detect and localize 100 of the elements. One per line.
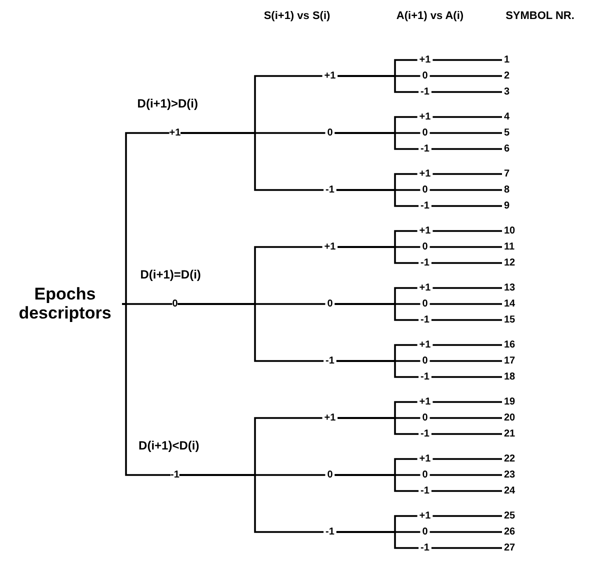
symbol-number: 8: [502, 184, 512, 196]
symbol-number: 27: [502, 542, 518, 554]
tree-branch-line: [430, 75, 502, 77]
symbol-number: 15: [502, 314, 518, 326]
tree-branch-line: [338, 246, 419, 264]
tree-branch-line: [431, 433, 502, 435]
tree-branch-line: [430, 189, 502, 191]
branch-value: +1: [322, 70, 338, 82]
branch-value: -1: [418, 372, 432, 382]
branch-value: +1: [322, 412, 338, 424]
tree-branch-line: [178, 303, 324, 362]
branch-value: 0: [420, 470, 430, 480]
branch-value: 0: [325, 470, 335, 480]
symbol-number: 17: [502, 356, 518, 366]
branch-value: -1: [324, 526, 336, 538]
tree-branch-line: [338, 75, 419, 93]
tree-branch-line: [430, 531, 502, 533]
symbol-number: 1: [502, 54, 512, 66]
tree-branch-line: [432, 344, 502, 346]
symbol-number: 10: [502, 226, 518, 236]
tree-branch-line: [431, 376, 502, 378]
branch-value: +1: [169, 128, 181, 138]
tree-branch-line: [432, 515, 502, 517]
branch-value: +1: [417, 112, 433, 122]
symbol-number: 12: [502, 258, 518, 268]
symbol-number: 11: [502, 242, 517, 252]
tree-branch-line: [334, 132, 419, 150]
branch-value: +1: [322, 242, 338, 252]
tree-branch-line: [431, 262, 502, 264]
tree-branch-line: [430, 360, 502, 362]
symbol-number: 26: [502, 526, 518, 538]
column-header: S(i+1) vs S(i): [264, 10, 330, 22]
symbol-number: 20: [502, 412, 518, 424]
tree-branch-line: [430, 303, 502, 305]
tree-branch-line: [432, 59, 502, 61]
tree-branch-line: [338, 417, 419, 435]
tree-branch-line: [430, 417, 502, 419]
tree-branch-line: [122, 303, 171, 476]
tree-branch-line: [336, 531, 419, 549]
branch-value: +1: [417, 54, 433, 66]
symbol-number: 7: [502, 168, 512, 180]
tree-branch-line: [432, 173, 502, 175]
symbol-number: 16: [502, 340, 518, 350]
tree-branch-line: [430, 132, 502, 134]
symbol-number: 14: [502, 298, 518, 310]
tree-branch-line: [336, 189, 419, 207]
branch-value: 0: [172, 298, 178, 310]
branch-value: -1: [418, 486, 432, 496]
branch-value: -1: [418, 200, 432, 212]
tree-branch-line: [334, 474, 419, 492]
tree-branch-line: [432, 458, 502, 460]
branch-value: 0: [420, 526, 430, 538]
symbol-number: 21: [502, 428, 518, 440]
condition-label: D(i+1)>D(i): [137, 98, 198, 111]
column-header: A(i+1) vs A(i): [396, 10, 464, 22]
branch-value: -1: [324, 184, 336, 196]
symbol-number: 24: [502, 486, 518, 496]
branch-value: +1: [417, 454, 433, 464]
symbol-number: 19: [502, 396, 518, 408]
tree-branch-line: [430, 246, 502, 248]
branch-value: -1: [418, 258, 432, 268]
tree-branch-line: [179, 474, 324, 533]
branch-value: 0: [420, 356, 430, 366]
tree-branch-line: [430, 474, 502, 476]
column-header: SYMBOL NR.: [506, 10, 574, 22]
branch-value: -1: [418, 542, 432, 554]
branch-value: +1: [417, 282, 433, 294]
symbol-number: 2: [502, 70, 512, 82]
branch-value: +1: [417, 340, 433, 350]
branch-value: +1: [417, 510, 433, 522]
tree-branch-line: [180, 132, 324, 191]
branch-value: 0: [420, 298, 430, 310]
tree-branch-line: [431, 148, 502, 150]
tree-branch-line: [432, 287, 502, 289]
root-label: Epochs descriptors: [8, 285, 122, 323]
symbol-number: 3: [502, 86, 512, 98]
branch-value: -1: [418, 86, 432, 98]
branch-value: 0: [420, 70, 430, 82]
branch-value: +1: [417, 226, 433, 236]
tree-branch-line: [432, 401, 502, 403]
symbol-number: 18: [502, 372, 518, 382]
symbol-number: 6: [502, 144, 512, 154]
tree-branch-line: [431, 547, 502, 549]
branch-value: -1: [418, 144, 432, 154]
symbol-number: 5: [502, 128, 512, 138]
tree-branch-line: [431, 319, 502, 321]
symbol-number: 23: [502, 470, 518, 480]
branch-value: 0: [420, 242, 430, 252]
tree-branch-line: [431, 205, 502, 207]
condition-label: D(i+1)<D(i): [138, 440, 200, 453]
branch-value: 0: [325, 128, 335, 138]
tree-branch-line: [432, 116, 502, 118]
condition-label: D(i+1)=D(i): [140, 268, 201, 282]
symbol-number: 22: [502, 454, 518, 464]
branch-value: -1: [418, 428, 432, 440]
branch-value: 0: [325, 298, 335, 310]
branch-value: -1: [170, 470, 180, 480]
branch-value: 0: [420, 184, 430, 196]
symbol-number: 25: [502, 510, 518, 522]
tree-branch-line: [336, 360, 419, 378]
